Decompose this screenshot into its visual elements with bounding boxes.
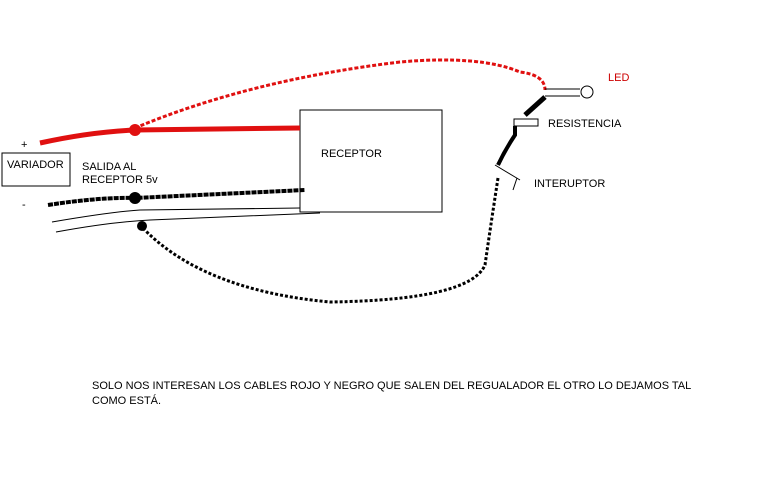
black-wire-return bbox=[138, 177, 500, 304]
switch-contact bbox=[512, 177, 518, 191]
salida-label-2: RECEPTOR 5v bbox=[82, 174, 158, 186]
signal-wire-2 bbox=[55, 212, 321, 233]
receptor-label: RECEPTOR bbox=[321, 148, 382, 160]
signal-wire-1 bbox=[51, 207, 301, 223]
black-wire-led-resistor bbox=[523, 95, 547, 117]
black-wire-junction-2 bbox=[137, 221, 147, 231]
led-label: LED bbox=[608, 72, 630, 84]
black-wire-main bbox=[47, 188, 306, 207]
red-wire-main bbox=[39, 125, 301, 146]
resistor-symbol bbox=[513, 118, 539, 127]
salida-label-1: SALIDA AL bbox=[82, 161, 137, 173]
red-wire-to-led bbox=[134, 58, 547, 130]
variador-box bbox=[1, 152, 71, 187]
resistencia-label: RESISTENCIA bbox=[548, 118, 622, 130]
note-line-2: COMO ESTÁ. bbox=[92, 395, 162, 407]
led-symbol bbox=[580, 85, 594, 99]
red-wire-junction bbox=[129, 124, 141, 136]
resistor-to-switch bbox=[496, 126, 517, 166]
minus-label: - bbox=[22, 199, 26, 211]
plus-label: + bbox=[21, 139, 28, 151]
switch-blade bbox=[494, 164, 521, 181]
black-wire-junction bbox=[129, 192, 141, 204]
note-line-1: SOLO NOS INTERESAN LOS CABLES ROJO Y NEG… bbox=[92, 380, 692, 392]
receptor-box bbox=[299, 109, 443, 213]
variador-label: VARIADOR bbox=[7, 159, 64, 171]
interuptor-label: INTERUPTOR bbox=[534, 178, 606, 190]
